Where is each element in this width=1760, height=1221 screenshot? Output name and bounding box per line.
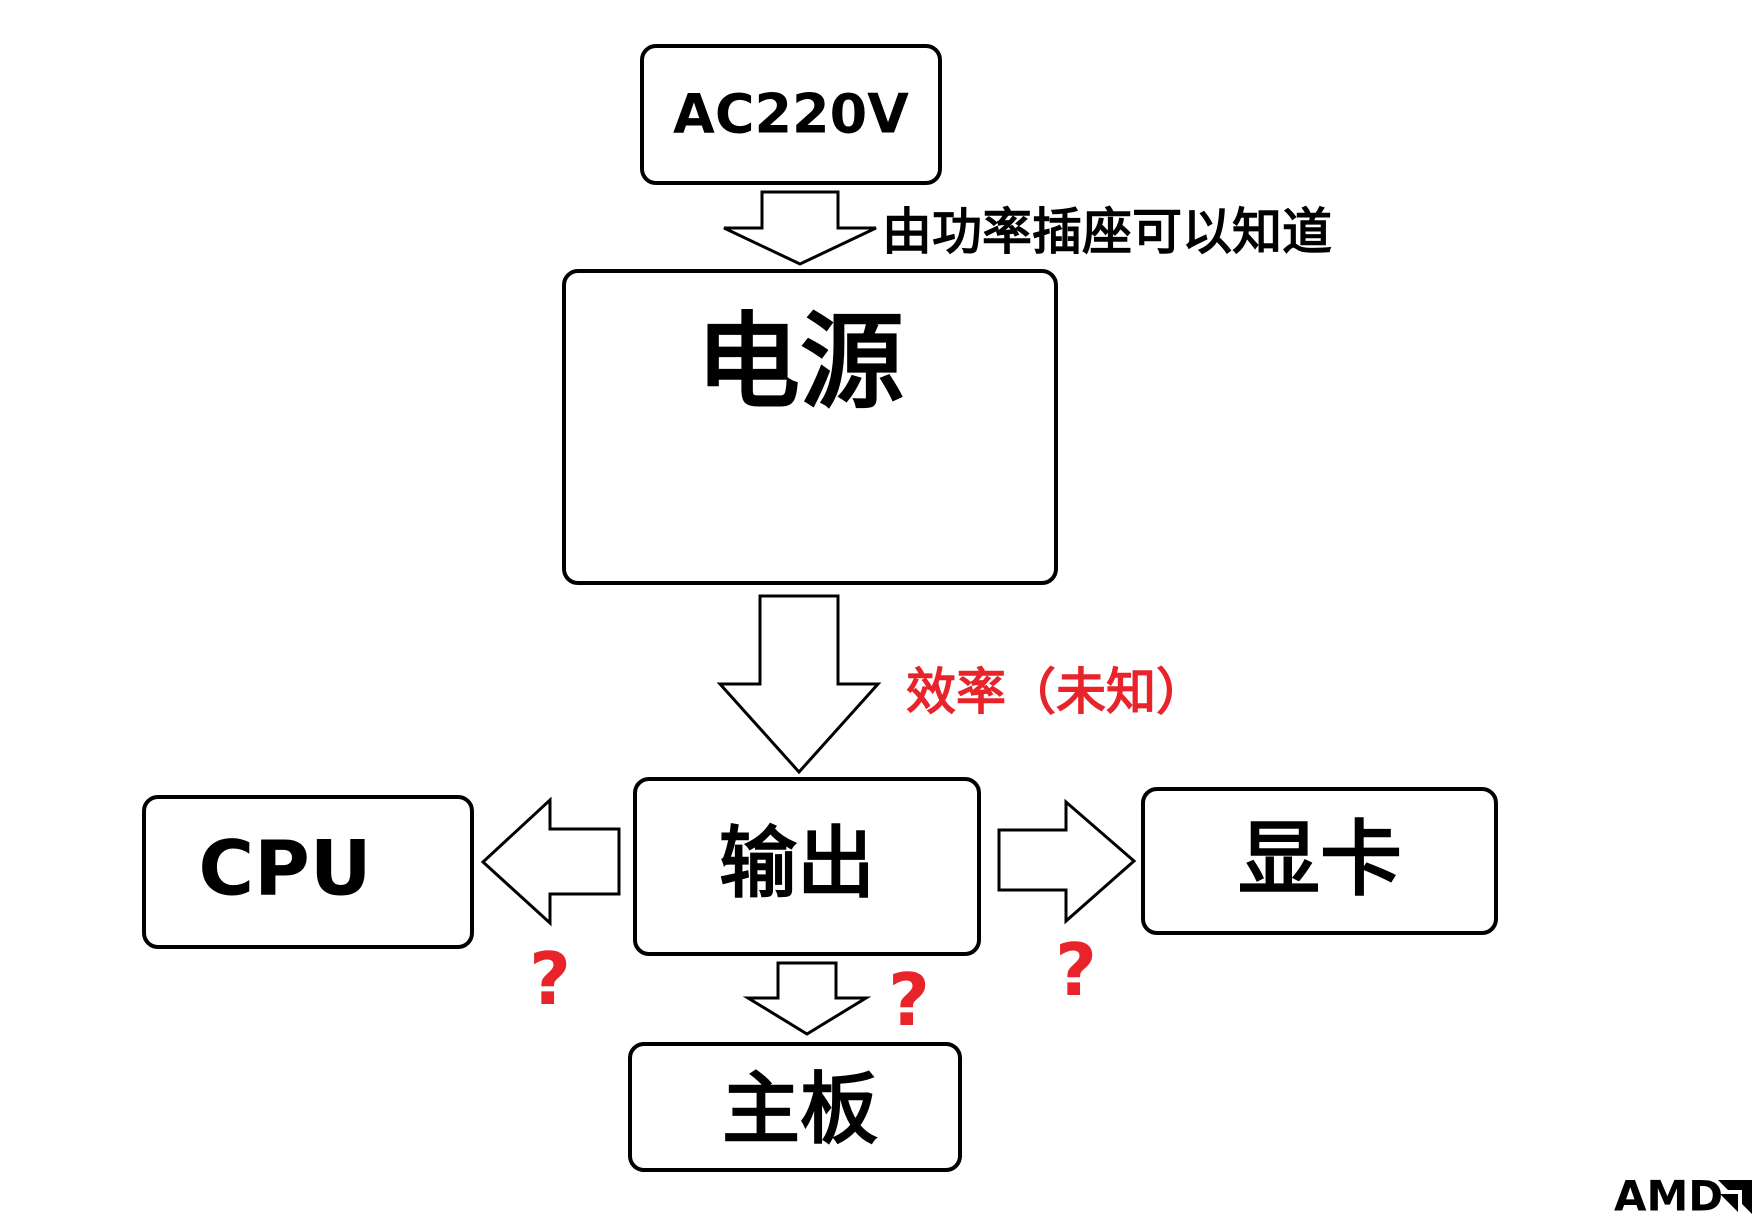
- amd-logo: AMD: [1614, 1172, 1752, 1221]
- amd-arrow-icon: [1718, 1180, 1752, 1214]
- arrow-output-to-gpu: [997, 798, 1137, 925]
- note-from-power-outlet: 由功率插座可以知道: [882, 203, 1332, 261]
- question-mark-gpu: ?: [1055, 928, 1097, 1012]
- node-cpu: CPU: [142, 795, 474, 949]
- node-ac220v: AC220V: [640, 44, 942, 185]
- arrow-output-to-cpu: [480, 796, 621, 927]
- question-mark-cpu: ?: [529, 937, 571, 1021]
- question-mark-motherboard: ?: [888, 958, 930, 1042]
- arrow-output-to-motherboard: [742, 961, 872, 1036]
- node-ac220v-label: AC220V: [673, 83, 909, 146]
- node-power-supply-label: 电源: [696, 301, 904, 423]
- node-motherboard: 主板: [628, 1042, 962, 1172]
- node-output: 输出: [633, 777, 981, 956]
- amd-logo-text: AMD: [1614, 1172, 1723, 1221]
- note-efficiency-unknown: 效率（未知）: [906, 663, 1206, 721]
- arrow-ac-to-psu: [723, 190, 877, 266]
- node-power-supply: 电源: [562, 269, 1058, 585]
- node-graphics-card-label: 显卡: [1238, 813, 1402, 908]
- node-graphics-card: 显卡: [1141, 787, 1498, 935]
- node-output-label: 输出: [719, 819, 875, 909]
- arrow-psu-to-output: [716, 594, 882, 775]
- node-motherboard-label: 主板: [722, 1065, 878, 1155]
- node-cpu-label: CPU: [198, 824, 371, 913]
